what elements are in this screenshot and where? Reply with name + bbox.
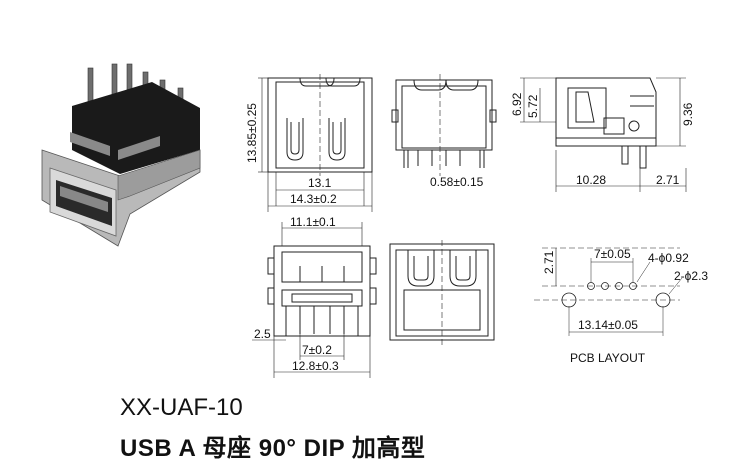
product-description: USB A 母座 90° DIP 加高型 bbox=[120, 435, 426, 462]
signal-hole bbox=[601, 282, 609, 290]
pcb-pin-span-dim: 7±0.05 bbox=[594, 247, 631, 261]
bottom-pin-pitch-dim: 7±0.2 bbox=[302, 343, 332, 357]
pcb-layout-drawing bbox=[534, 247, 683, 336]
profile-view-drawing bbox=[520, 77, 687, 192]
profile-dim-b: 5.72 bbox=[526, 94, 540, 118]
product-photo bbox=[41, 63, 201, 247]
pcb-row-offset-dim: 2.71 bbox=[542, 250, 556, 274]
front-view-drawing bbox=[258, 74, 373, 212]
signal-hole bbox=[615, 282, 623, 290]
model-number: XX-UAF-10 bbox=[120, 394, 243, 421]
profile-dim-d: 10.28 bbox=[576, 173, 606, 187]
top-view-drawing bbox=[389, 240, 495, 346]
bottom-view-drawing bbox=[252, 222, 377, 378]
profile-dim-c: 9.36 bbox=[681, 102, 695, 126]
pcb-signal-holes-dim: 4-ϕ0.92 bbox=[648, 251, 689, 265]
bottom-overall-dim: 12.8±0.3 bbox=[292, 359, 339, 373]
signal-hole bbox=[587, 282, 595, 290]
front-inner-width-dim: 13.1 bbox=[308, 176, 332, 190]
pcb-layout-title: PCB LAYOUT bbox=[570, 351, 646, 365]
profile-dim-a: 6.92 bbox=[510, 92, 524, 116]
side-pin-pitch-dim: 0.58±0.15 bbox=[430, 175, 484, 189]
front-overall-width-dim: 14.3±0.2 bbox=[290, 192, 337, 206]
profile-dim-e: 2.71 bbox=[656, 173, 680, 187]
signal-hole bbox=[629, 282, 637, 290]
bottom-offset-dim: 2.5 bbox=[254, 327, 271, 341]
side-view-drawing bbox=[391, 74, 497, 176]
bottom-shell-width-dim: 11.1±0.1 bbox=[290, 215, 336, 229]
pcb-mount-holes-dim: 2-ϕ2.3 bbox=[674, 269, 708, 283]
pcb-mount-span-dim: 13.14±0.05 bbox=[578, 318, 638, 332]
front-height-dim: 13.85±0.25 bbox=[245, 103, 259, 163]
